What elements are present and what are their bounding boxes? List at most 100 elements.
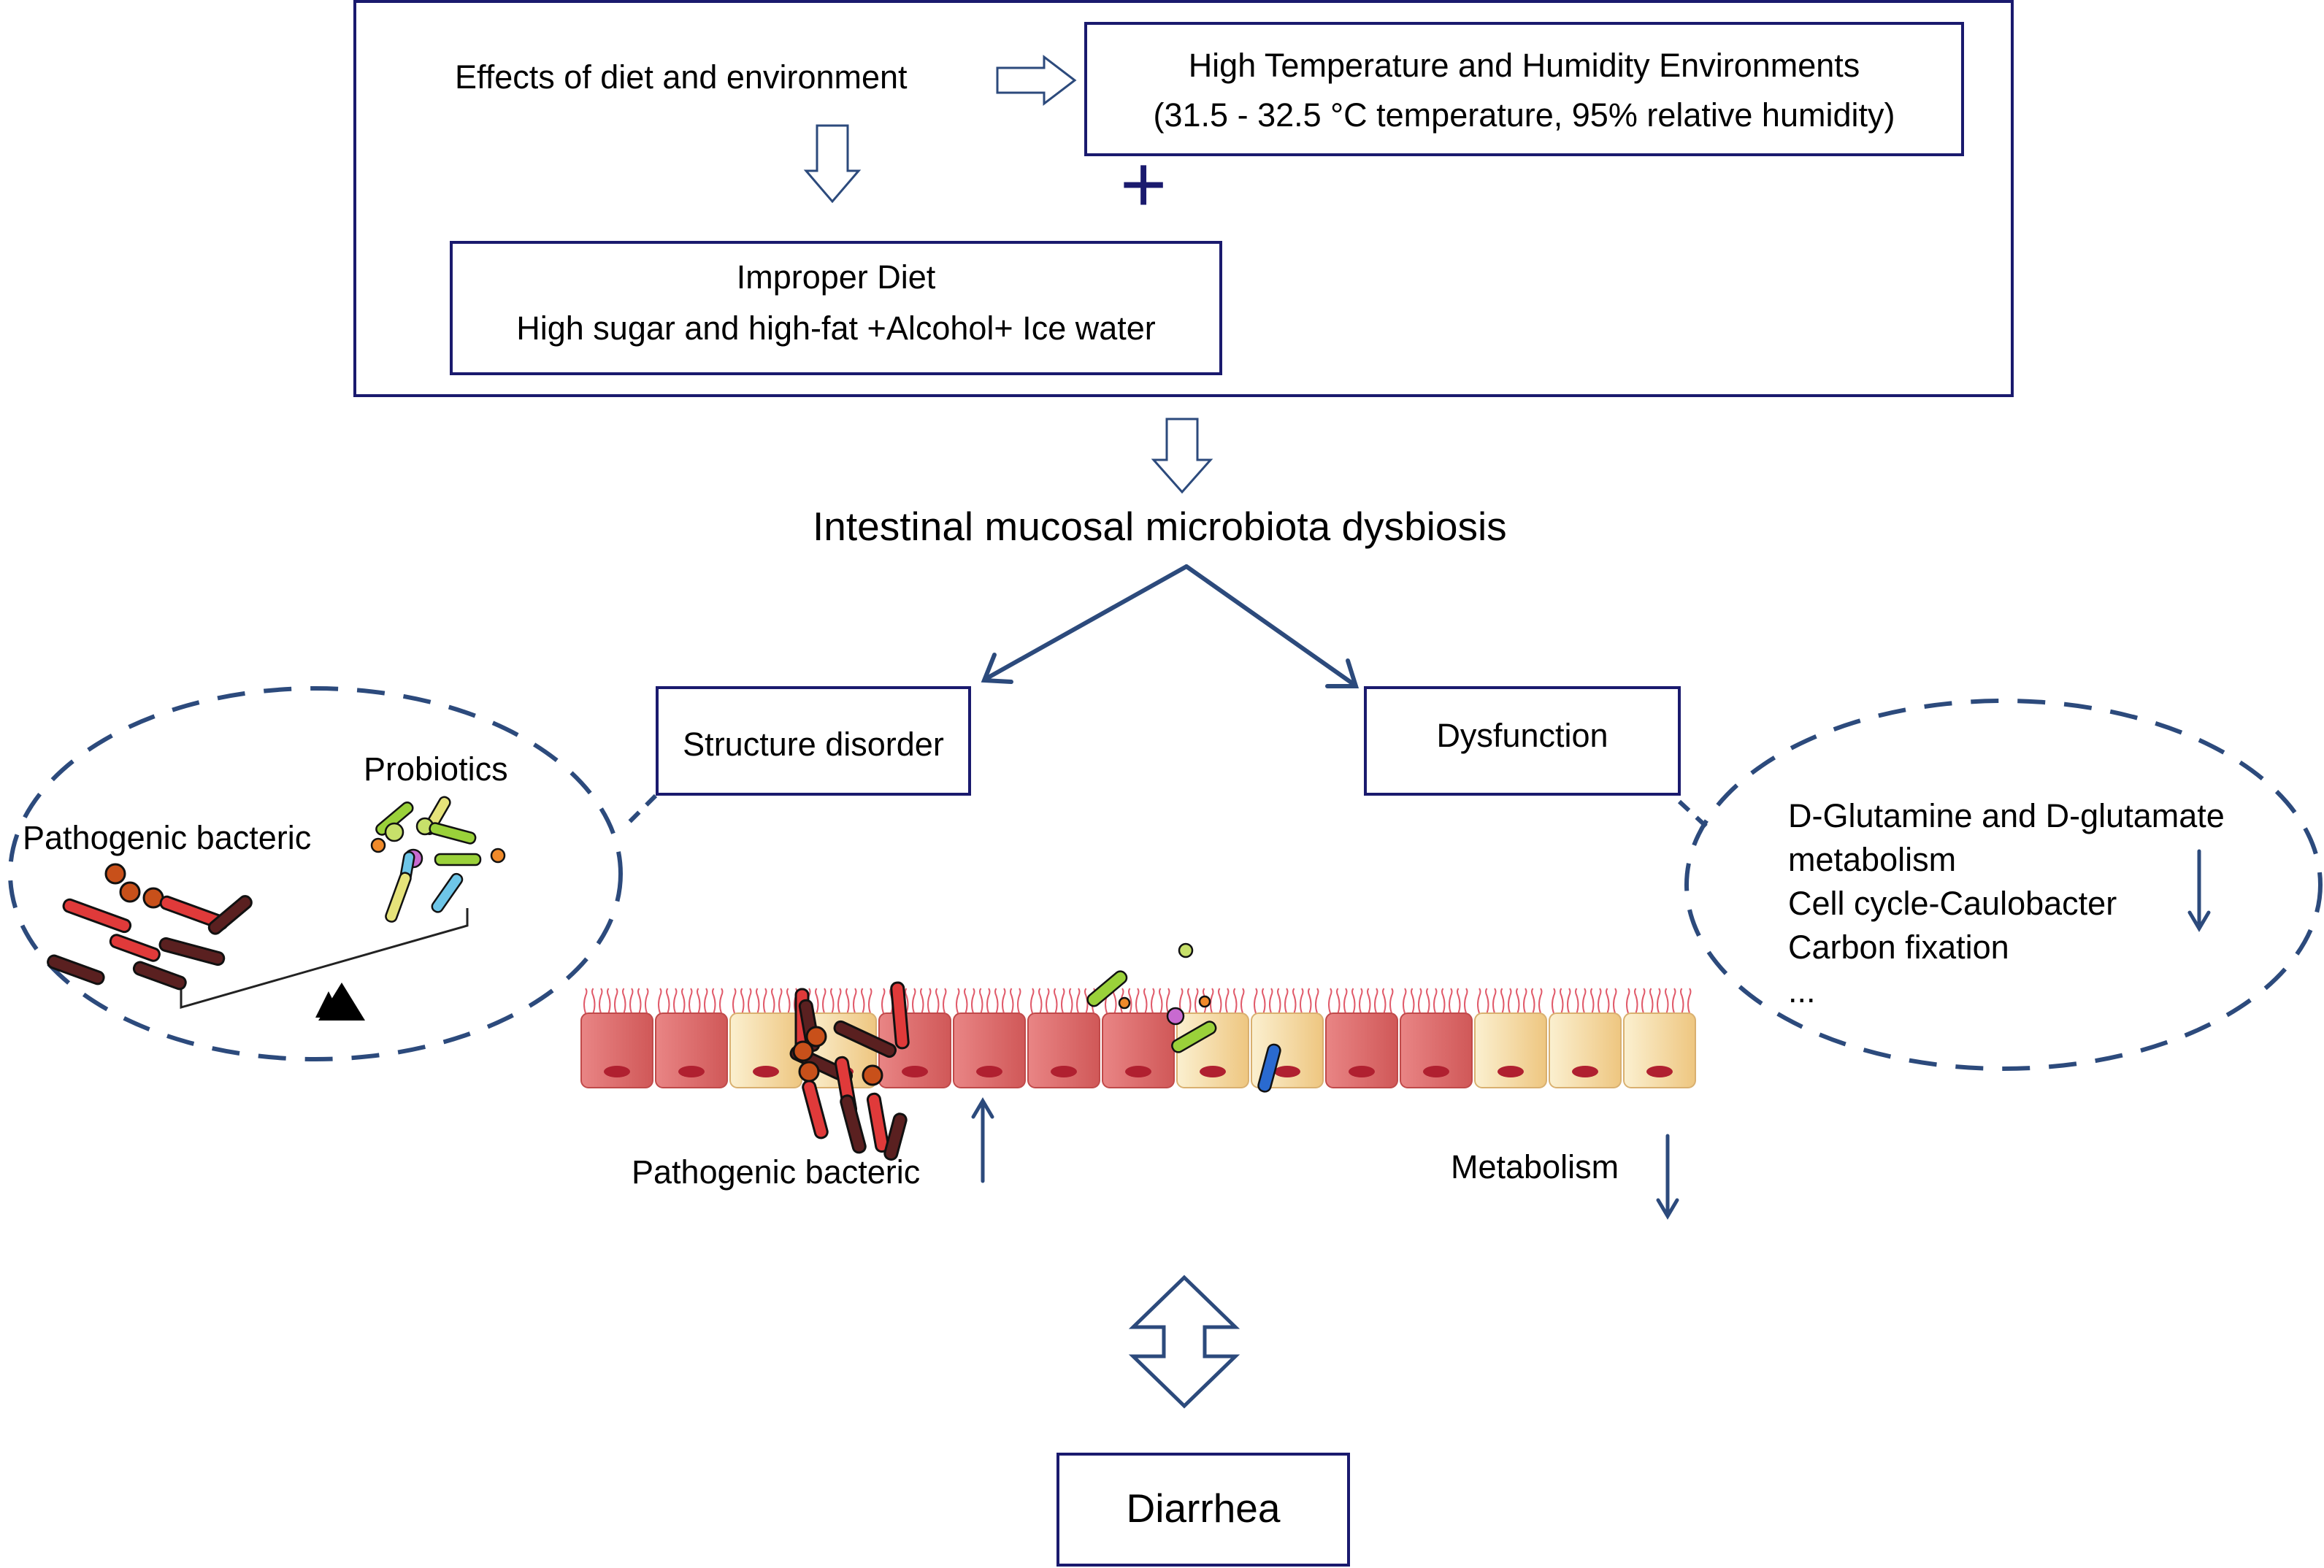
microvillus <box>1492 988 1497 1014</box>
microvillus <box>1010 988 1014 1014</box>
microvillus <box>1403 988 1407 1014</box>
microvillus <box>740 988 745 1014</box>
microvillus <box>1210 988 1214 1014</box>
microvillus <box>971 988 975 1014</box>
microvillus <box>943 988 947 1014</box>
microvillus <box>868 988 873 1014</box>
microvillus <box>1449 988 1453 1014</box>
right-connector <box>1677 799 1711 831</box>
microvillus <box>1641 988 1646 1014</box>
microvillus <box>748 988 752 1014</box>
cell-nucleus <box>1497 1066 1524 1077</box>
microvillus <box>1672 988 1676 1014</box>
microvillus <box>1292 988 1297 1014</box>
microvillus <box>771 988 775 1014</box>
cell-nucleus <box>1200 1066 1226 1077</box>
epithelial-cell <box>1549 1012 1622 1088</box>
environment-detail: (31.5 - 32.5 °C temperature, 95% relativ… <box>1153 96 1895 134</box>
microvillus <box>1328 988 1332 1014</box>
invading-pathogens <box>789 981 910 1161</box>
microvillus <box>763 988 767 1014</box>
microvillus <box>1218 988 1222 1014</box>
epithelial-cell <box>580 1012 653 1088</box>
pathway-list: D-Glutamine and D-glutamate metabolism C… <box>1788 794 2225 1013</box>
microvillus <box>658 988 662 1014</box>
epithelial-cell <box>1027 1012 1100 1088</box>
diarrhea-box: Diarrhea <box>1056 1453 1350 1567</box>
microvillus <box>1076 988 1081 1014</box>
microvillus <box>1613 988 1617 1014</box>
microvillus <box>1308 988 1312 1014</box>
pathway-item: ... <box>1788 972 1816 1010</box>
pathway-item: metabolism <box>1788 841 1957 878</box>
microvillus <box>1351 988 1356 1014</box>
microvillus <box>1151 988 1155 1014</box>
cell-nucleus <box>1349 1066 1375 1077</box>
microvillus <box>637 988 642 1014</box>
plus-symbol: + <box>1120 139 1167 229</box>
microvillus <box>591 988 596 1014</box>
microvillus <box>1649 988 1654 1014</box>
microvillus <box>1418 988 1422 1014</box>
microvillus <box>629 988 634 1014</box>
microvillus <box>1194 988 1199 1014</box>
pathway-item: Carbon fixation <box>1788 929 2009 966</box>
diet-box: Improper Diet High sugar and high-fat +A… <box>450 241 1222 375</box>
microvillus <box>837 988 842 1014</box>
microvillus <box>1046 988 1050 1014</box>
microvillus <box>1657 988 1661 1014</box>
microvillus <box>1665 988 1669 1014</box>
microvillus <box>1523 988 1527 1014</box>
environment-title: High Temperature and Humidity Environmen… <box>1188 47 1860 84</box>
microvillus <box>1582 988 1587 1014</box>
microvillus <box>1567 988 1571 1014</box>
microvilli <box>583 988 1692 1014</box>
dysbiosis-label: Intestinal mucosal microbiota dysbiosis <box>813 504 1507 549</box>
microvillus <box>1017 988 1021 1014</box>
cell-nucleus <box>604 1066 630 1077</box>
cell-nucleus <box>902 1066 928 1077</box>
microvillus <box>979 988 983 1014</box>
cell-nucleus <box>976 1066 1002 1077</box>
cell-nucleus <box>1125 1066 1151 1077</box>
diarrhea-label: Diarrhea <box>1126 1486 1281 1531</box>
diet-detail: High sugar and high-fat +Alcohol+ Ice wa… <box>516 309 1156 347</box>
microvillus <box>712 988 716 1014</box>
cell-nucleus <box>1646 1066 1673 1077</box>
microvillus <box>1343 988 1348 1014</box>
microvillus <box>1359 988 1363 1014</box>
fulcrum-triangle-icon <box>318 983 365 1021</box>
right-dashed-ellipse <box>1684 699 2323 1071</box>
cell-nucleus <box>1051 1066 1077 1077</box>
arrow-down-icon <box>2187 849 2211 932</box>
microvillus <box>1159 988 1163 1014</box>
microvillus <box>1477 988 1481 1014</box>
microvillus <box>1135 988 1140 1014</box>
microvillus <box>1143 988 1148 1014</box>
microvillus <box>1500 988 1505 1014</box>
left-connector <box>626 793 658 826</box>
hollow-arrow-right-icon <box>996 54 1077 107</box>
microvillus <box>1367 988 1371 1014</box>
epithelial-cell <box>1474 1012 1547 1088</box>
microvillus <box>1634 988 1638 1014</box>
microvillus <box>1426 988 1430 1014</box>
microvillus <box>1284 988 1289 1014</box>
microvillus <box>920 988 924 1014</box>
microvillus <box>778 988 783 1014</box>
probiotics-label: Probiotics <box>364 750 508 788</box>
microvillus <box>1590 988 1595 1014</box>
microvillus <box>1411 988 1415 1014</box>
cell-nucleus <box>1572 1066 1598 1077</box>
diet-title: Improper Diet <box>736 258 936 296</box>
microvillus <box>1389 988 1394 1014</box>
microvillus <box>1179 988 1184 1014</box>
microvillus <box>1374 988 1378 1014</box>
microvillus <box>1575 988 1579 1014</box>
pathogenic-bacteria-cluster <box>47 863 253 991</box>
microvillus <box>1084 988 1089 1014</box>
microvillus <box>1626 988 1630 1014</box>
microvillus <box>1128 988 1132 1014</box>
microvillus <box>1598 988 1602 1014</box>
